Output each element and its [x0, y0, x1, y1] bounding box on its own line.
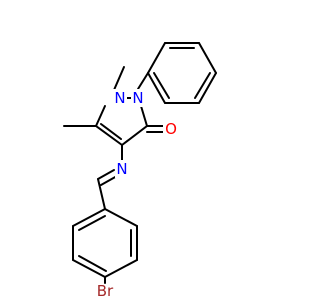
- atom-label-br: Br: [97, 282, 114, 300]
- atom-label-o: O: [165, 120, 177, 138]
- atom-label-n-imine: N: [116, 160, 127, 178]
- label-bg-o: [163, 120, 177, 138]
- bond-bromophenyl-4: [72, 259, 106, 278]
- atom-labels: N N O N Br: [94, 89, 177, 300]
- atom-label-n1: N: [114, 89, 125, 107]
- bond-bromophenyl-6-double: [78, 215, 106, 231]
- atom-label-n2: N: [132, 89, 143, 107]
- bond-phenyl-6-double: [153, 72, 170, 99]
- bond-c4-c5: [95, 125, 123, 146]
- bond-bromophenyl-6: [72, 208, 106, 227]
- bond-nimine-ch: [97, 169, 115, 180]
- bond-n2-c3: [140, 105, 148, 127]
- bond-n1-methyl: [113, 66, 125, 91]
- bond-c5-n1: [95, 105, 106, 127]
- bond-phenyl-6: [147, 72, 166, 104]
- bond-phenyl-1: [147, 42, 166, 74]
- label-bg-br: [94, 284, 116, 300]
- bond-phenyl-3: [198, 42, 217, 74]
- bond-bromophenyl-4-double: [78, 255, 107, 272]
- label-bg-n-imine: [115, 160, 129, 178]
- bonds: [63, 42, 217, 284]
- bond-nimine-ch-double: [100, 175, 118, 186]
- bond-phenyl-4: [198, 72, 217, 104]
- label-bg-n2: [131, 89, 145, 107]
- bond-bromophenyl-1: [104, 208, 138, 227]
- bond-ch-aryl: [97, 178, 106, 210]
- bond-c3-c4: [121, 125, 148, 146]
- molecule-structure: N N O N Br: [63, 42, 217, 300]
- bond-phenyl-4-double: [194, 72, 211, 99]
- bond-n2-phenyl: [137, 72, 149, 90]
- bond-c4-c5-double: [100, 123, 122, 140]
- label-bg-n1: [113, 89, 127, 107]
- bond-bromophenyl-3: [104, 259, 138, 278]
